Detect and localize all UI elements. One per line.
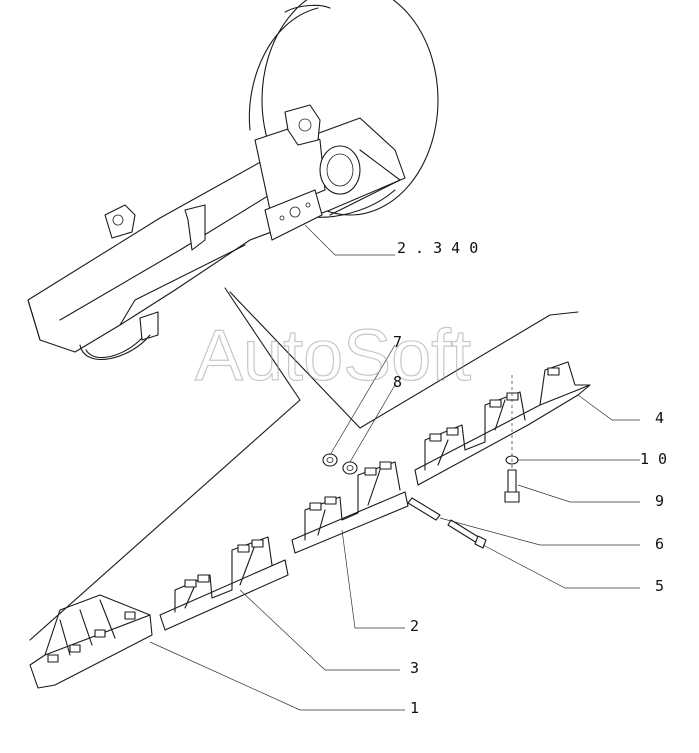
bore-inner bbox=[326, 153, 354, 187]
callout-8: 8 bbox=[393, 373, 402, 391]
nut-7 bbox=[322, 453, 338, 467]
bracket bbox=[184, 204, 206, 251]
callout-3: 3 bbox=[410, 659, 419, 677]
bolt-pad bbox=[364, 467, 377, 476]
segment-1 bbox=[29, 594, 153, 689]
bolt-pad bbox=[324, 496, 337, 505]
segment-4-ribs bbox=[437, 399, 506, 466]
bolt-9-head bbox=[504, 491, 520, 503]
bolt-pad bbox=[506, 392, 519, 401]
leader-8 bbox=[349, 384, 396, 463]
segment-2-ribs bbox=[317, 469, 381, 536]
plate-hole bbox=[289, 206, 301, 218]
bolt-9-shank bbox=[507, 469, 517, 493]
plate-hole-small bbox=[305, 202, 311, 208]
bolt-pad bbox=[47, 654, 59, 663]
callout-ref: 2 . 3 4 0 bbox=[397, 239, 478, 257]
housing-bore bbox=[319, 145, 361, 195]
segment-3-profile bbox=[174, 536, 273, 613]
segment-3-body bbox=[159, 559, 289, 631]
pivot-ear bbox=[284, 104, 321, 146]
segment-3 bbox=[159, 536, 289, 631]
callout-4: 4 bbox=[655, 409, 664, 427]
pivot-ear-left bbox=[104, 204, 136, 239]
bolt-pad bbox=[309, 502, 322, 511]
wheel-rim-edge bbox=[248, 7, 319, 131]
bolt-pad bbox=[429, 433, 442, 442]
long-line-left bbox=[29, 287, 301, 641]
pivot-hole bbox=[298, 118, 312, 132]
leader-lines bbox=[149, 224, 640, 711]
mount-plate bbox=[264, 189, 323, 241]
leader-ref bbox=[304, 224, 395, 256]
segment-4-end bbox=[539, 361, 591, 406]
leader-9 bbox=[517, 484, 640, 503]
bolt-pad bbox=[184, 579, 197, 588]
nut-7-hole bbox=[326, 457, 334, 463]
plate-hole-small bbox=[279, 215, 285, 221]
hose-loop-inner bbox=[85, 337, 143, 359]
callout-10: 1 0 bbox=[640, 450, 667, 468]
callout-6: 6 bbox=[655, 535, 664, 553]
pivot-hole-left bbox=[112, 214, 124, 226]
hardware bbox=[322, 375, 520, 549]
beam-plate bbox=[329, 149, 401, 216]
bolt-pad bbox=[251, 539, 264, 548]
nut-8-hole bbox=[346, 465, 354, 471]
bolt-5-shank bbox=[447, 519, 481, 544]
segment-2-body bbox=[291, 491, 409, 554]
long-line-right bbox=[229, 291, 579, 429]
bolt-pad bbox=[489, 399, 502, 408]
lower-bracket bbox=[139, 311, 159, 341]
watermark: AutoSoft bbox=[195, 316, 471, 396]
segment-2 bbox=[291, 461, 409, 554]
segment-1-body bbox=[29, 614, 153, 689]
bolt-pad bbox=[94, 629, 106, 638]
leader-3 bbox=[239, 589, 400, 671]
axle-assembly bbox=[27, 0, 439, 360]
bolt-pad bbox=[69, 644, 81, 653]
pin-6 bbox=[407, 497, 441, 521]
bolt-pad bbox=[547, 367, 560, 376]
segment-1-ribs bbox=[59, 599, 116, 656]
bolt-pad bbox=[379, 461, 392, 470]
guide-lines bbox=[29, 287, 579, 641]
callout-labels: 2 . 3 4 0 7 8 4 1 0 9 6 5 2 3 1 bbox=[393, 239, 667, 717]
hose-loop bbox=[79, 334, 151, 360]
bolt-pad bbox=[237, 544, 250, 553]
beam-lower-edge bbox=[119, 244, 246, 326]
segment-1-top bbox=[44, 594, 151, 656]
leader-1 bbox=[149, 641, 405, 711]
beam-end bbox=[27, 299, 41, 341]
leader-5 bbox=[482, 544, 640, 589]
leader-4 bbox=[577, 394, 640, 421]
leader-6 bbox=[439, 517, 640, 546]
leader-7 bbox=[329, 344, 396, 456]
callout-9: 9 bbox=[655, 492, 664, 510]
nut-8 bbox=[342, 461, 358, 475]
leader-2 bbox=[341, 529, 405, 629]
bolt-pad bbox=[197, 574, 210, 583]
callout-7: 7 bbox=[393, 333, 402, 351]
callout-1: 1 bbox=[410, 699, 419, 717]
wheel-rim-top bbox=[284, 4, 331, 13]
bolt-pad bbox=[446, 427, 459, 436]
callout-5: 5 bbox=[655, 577, 664, 595]
callout-2: 2 bbox=[410, 617, 419, 635]
bolt-pad bbox=[124, 611, 136, 620]
segment-3-ribs bbox=[184, 544, 256, 609]
